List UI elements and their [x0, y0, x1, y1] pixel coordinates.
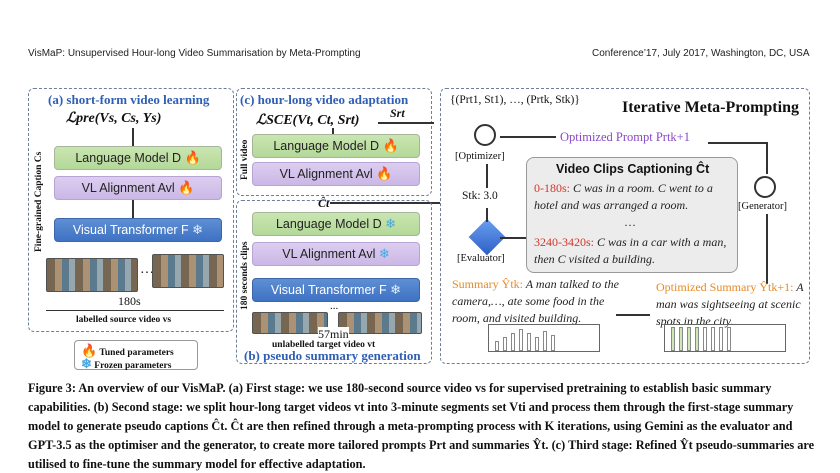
- source-duration: 180s: [118, 294, 141, 308]
- caption-clip-1-text: C was in a room. C went to a hotel and w…: [534, 181, 713, 212]
- caption-ellipsis: …: [624, 215, 636, 229]
- evaluator-label: [Evaluator]: [457, 253, 505, 264]
- arrow-vt-to-vl-a: [132, 200, 134, 218]
- fire-icon: 🔥: [382, 138, 399, 153]
- fine-grained-caption-label: Fine-grained Caption Cs: [34, 151, 44, 252]
- pseudo-summary-sr: Srt: [390, 106, 405, 120]
- legend-frozen: ❄ Frozen parameters: [81, 356, 171, 372]
- full-video-label: Full video: [240, 139, 250, 180]
- openai-optimizer-icon: [474, 124, 496, 146]
- language-model-box-b: Language Model D ❄: [252, 212, 420, 236]
- language-model-box-c: Language Model D 🔥: [252, 134, 420, 158]
- visual-transformer-label-a: Visual Transformer F: [72, 223, 189, 237]
- arrow-sr-into-loss: [378, 122, 434, 124]
- panel-c-title: (c) hour-long video adaptation: [240, 92, 409, 107]
- running-header-right: Conference’17, July 2017, Washington, DC…: [592, 48, 810, 59]
- current-summary-label: Summary Ŷtk:: [452, 277, 523, 291]
- clip-ellipsis: ...: [330, 300, 339, 312]
- language-model-label-c: Language Model D: [273, 139, 379, 153]
- openai-generator-icon: [754, 176, 776, 198]
- arrow-prompt-to-generator: [708, 142, 766, 144]
- arrow-down-to-generator: [766, 142, 768, 174]
- arrow-up-loss-a: [132, 128, 134, 146]
- panel-pseudo-summary-generation: [236, 200, 432, 364]
- video-clips-captioning-box: [526, 157, 738, 273]
- arrow-up-loss-c: [332, 128, 334, 134]
- target-video-label: unlabelled target video vt: [272, 340, 376, 350]
- vl-alignment-box-a: VL Alignment Avl 🔥: [54, 176, 222, 200]
- panel-iterative-meta-prompting: [440, 88, 810, 364]
- sce-loss: ℒSCE(Vt, Ct, Srt): [256, 113, 360, 128]
- source-video-frames-left: [46, 258, 138, 292]
- clip-captioning-title: Video Clips Captioning Ĉt: [556, 162, 710, 176]
- frames-dots-a: …: [140, 262, 154, 277]
- current-summary-text: A man talked to the camera,…, ate some f…: [452, 277, 619, 325]
- snowflake-icon: ❄: [385, 216, 397, 231]
- caption-clip-2-time: 3240-3420s:: [534, 235, 594, 249]
- language-model-box-a: Language Model D 🔥: [54, 146, 222, 170]
- current-summary: Summary Ŷtk: A man talked to the camera,…: [452, 276, 632, 327]
- arrow-optimized-to-current: [616, 314, 650, 316]
- target-video-frames-left: [252, 312, 328, 334]
- legend: 🔥 Tuned parameters ❄ Frozen parameters: [74, 340, 198, 372]
- score-label: Stk: 3.0: [462, 190, 498, 202]
- snowflake-icon: ❄: [192, 222, 204, 237]
- source-video-frames-right: [152, 254, 224, 288]
- panel-hour-long-adaptation: [236, 88, 432, 196]
- arrow-optimizer-to-prompt: [500, 136, 556, 138]
- visual-transformer-box-b: Visual Transformer F ❄: [252, 278, 420, 302]
- fire-icon: 🔥: [81, 343, 98, 358]
- optimized-summary-label: Optimized Summary Ŷtk+1:: [656, 280, 794, 294]
- panel-b-title: (b) pseudo summary generation: [244, 348, 421, 363]
- legend-tuned: 🔥 Tuned parameters: [81, 343, 174, 359]
- caption-clip-2-text: C was in a car with a man, then C visite…: [534, 235, 727, 266]
- vl-alignment-box-b: VL Alignment Avl ❄: [252, 242, 420, 266]
- running-header-left: VisMaP: Unsupervised Hour-long Video Sum…: [28, 48, 361, 59]
- meta-prompting-title: Iterative Meta-Prompting: [622, 99, 799, 116]
- panel-short-form-learning: [28, 88, 234, 332]
- optimizer-label: [Optimizer]: [455, 151, 505, 162]
- pretrain-loss: ℒpre(Vs, Cs, Ys): [66, 111, 162, 126]
- snowflake-icon: ❄: [81, 356, 92, 371]
- panel-a-title: (a) short-form video learning: [48, 92, 210, 107]
- fire-icon: 🔥: [376, 166, 393, 181]
- arrow-score-to-optimizer: [486, 164, 488, 188]
- prompt-score-set: {(Prt1, St1), …, (Prtk, Stk)}: [450, 94, 580, 106]
- snowflake-icon: ❄: [378, 246, 390, 261]
- language-model-label-b: Language Model D: [275, 217, 382, 231]
- snowflake-icon: ❄: [390, 282, 402, 297]
- target-video-frames-right: [338, 312, 422, 334]
- arrow-captions-to-meta: [330, 202, 440, 204]
- vl-alignment-box-c: VL Alignment Avl 🔥: [252, 162, 420, 186]
- figure-caption: Figure 3: An overview of our VisMaP. (a)…: [28, 381, 815, 471]
- visual-transformer-label-b: Visual Transformer F: [270, 283, 387, 297]
- optimized-prompt: Optimized Prompt Prtk+1: [560, 130, 690, 144]
- summary-bars-current: [488, 324, 600, 352]
- vl-alignment-label-b: VL Alignment Avl: [282, 247, 376, 261]
- fire-icon: 🔥: [184, 150, 201, 165]
- generator-label: [Generator]: [738, 201, 787, 212]
- caption-clip-2: 3240-3420s: C was in a car with a man, t…: [534, 234, 734, 268]
- legend-tuned-label: Tuned parameters: [99, 348, 174, 358]
- caption-clip-1: 0-180s: C was in a room. C went to a hot…: [534, 180, 734, 214]
- optimized-summary: Optimized Summary Ŷtk+1: A man was sight…: [656, 279, 806, 330]
- fire-icon: 🔥: [178, 180, 195, 195]
- source-duration-bracket: [46, 310, 224, 311]
- vl-alignment-label-a: VL Alignment Avl: [81, 181, 175, 195]
- clips-label: 180 seconds clips: [240, 241, 250, 310]
- arrow-generator-down: [766, 214, 768, 284]
- arrow-evaluator-up: [486, 208, 488, 222]
- summary-bars-optimized: [664, 324, 786, 352]
- caption-clip-1-time: 0-180s:: [534, 181, 570, 195]
- target-duration: 57min: [318, 327, 349, 342]
- language-model-label-a: Language Model D: [75, 151, 181, 165]
- source-video-label: labelled source video vs: [76, 315, 172, 325]
- vl-alignment-label-c: VL Alignment Avl: [279, 167, 373, 181]
- visual-transformer-box-a: Visual Transformer F ❄: [54, 218, 222, 242]
- pseudo-caption-c-hat: Ĉt: [318, 196, 330, 210]
- arrow-captions-to-evaluator: [500, 237, 526, 239]
- legend-frozen-label: Frozen parameters: [94, 361, 172, 371]
